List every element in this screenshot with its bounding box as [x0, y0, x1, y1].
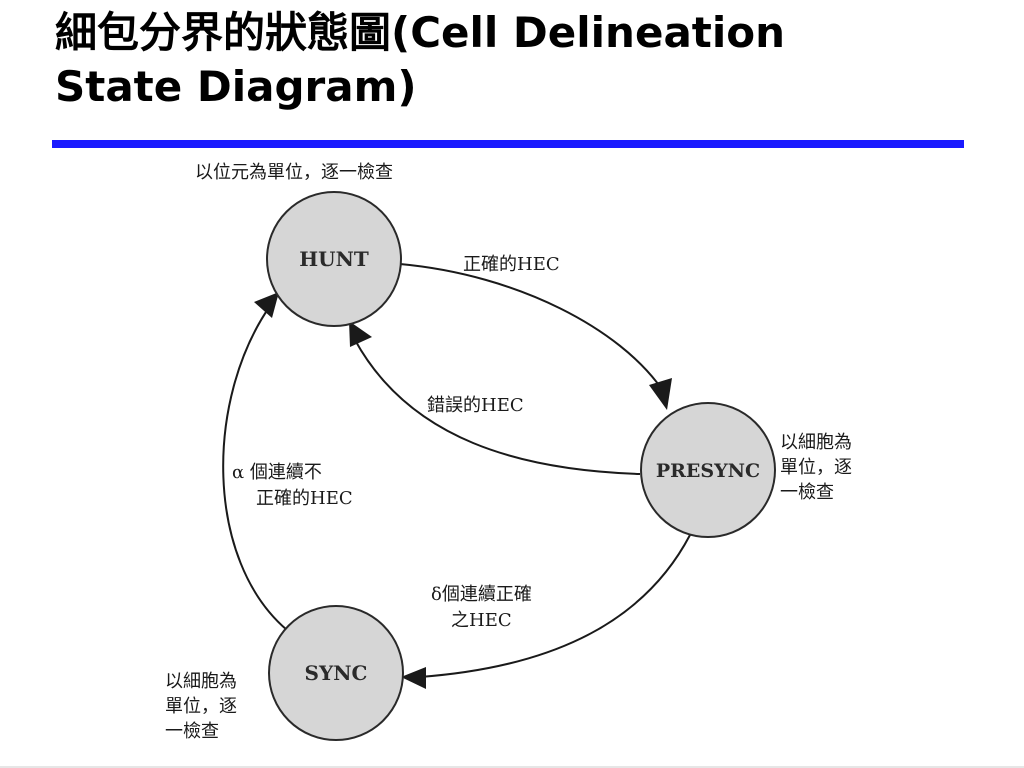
state-presync: PRESYNC: [640, 402, 776, 538]
arrowhead-sync: [401, 667, 426, 689]
transition-hunt-to-presync-label: 正確的HEC: [463, 254, 560, 275]
edge-sync-to-hunt: [222, 305, 288, 631]
state-presync-label: PRESYNC: [656, 460, 760, 482]
edge-hunt-to-presync: [399, 263, 662, 389]
title-line-1: 細包分界的狀態圖(Cell Delineation: [55, 8, 786, 57]
title-line-2: State Diagram): [55, 62, 417, 111]
state-presync-circle: [640, 402, 776, 538]
sync-note-line-2: 單位，逐: [165, 696, 237, 717]
state-hunt-circle: [266, 191, 402, 327]
state-sync-label: SYNC: [305, 661, 368, 685]
edge-presync-to-hunt: [354, 339, 641, 475]
presync-note-line-3: 一檢查: [780, 482, 834, 503]
state-sync: SYNC: [268, 605, 404, 741]
transition-sync-to-hunt-line-2: 正確的HEC: [256, 488, 353, 509]
transition-presync-to-sync-line-1: δ個連續正確: [431, 584, 532, 605]
state-sync-circle: [268, 605, 404, 741]
sync-note-line-1: 以細胞為: [165, 671, 237, 692]
slide-title: 細包分界的狀態圖(Cell Delineation State Diagram): [55, 6, 995, 114]
transition-presync-to-hunt-label: 錯誤的HEC: [427, 395, 524, 416]
title-divider: [52, 140, 964, 148]
footer-divider: [0, 766, 1024, 768]
transition-sync-to-hunt-line-1: α 個連續不: [232, 462, 322, 483]
arrowhead-presync: [649, 378, 672, 410]
presync-note-line-2: 單位，逐: [780, 457, 852, 478]
transition-presync-to-sync-line-2: 之HEC: [451, 610, 512, 631]
edge-presync-to-sync: [419, 534, 691, 678]
hunt-note: 以位元為單位，逐一檢查: [195, 162, 393, 183]
sync-note-line-3: 一檢查: [165, 721, 219, 742]
state-hunt-label: HUNT: [299, 247, 369, 271]
arrowhead-hunt-left: [254, 292, 279, 318]
state-hunt: HUNT: [266, 191, 402, 327]
arrowhead-hunt-right: [349, 321, 372, 347]
presync-note-line-1: 以細胞為: [780, 432, 852, 453]
